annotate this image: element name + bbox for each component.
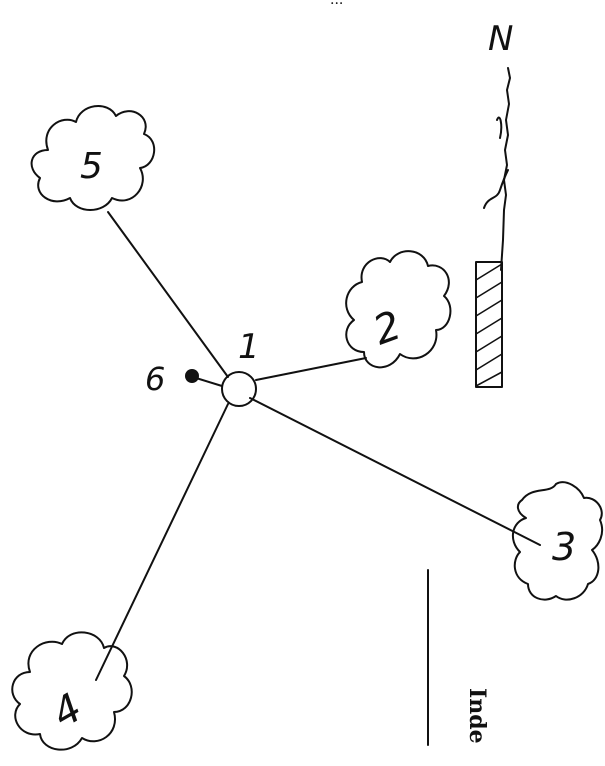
edge-1-5 [107, 211, 229, 378]
header-fragment: ... [330, 0, 343, 8]
north-label: N [488, 19, 513, 59]
edge-1-6 [195, 377, 223, 387]
hatched-bar [475, 261, 503, 388]
footer-fragment: Inde [464, 688, 490, 744]
node-4-cloud: 4 [11, 631, 133, 751]
north-tick-upper [496, 116, 503, 139]
north-line [500, 67, 511, 271]
node-3-label: 3 [552, 525, 576, 569]
node-2-cloud: 2 [345, 250, 452, 369]
edge-1-4 [95, 403, 229, 681]
node-1-label: 1 [238, 327, 260, 367]
node-5-cloud: 5 [30, 104, 155, 211]
center-circle [221, 371, 257, 407]
node-4-label: 4 [45, 685, 90, 738]
north-indicator: N [475, 19, 513, 388]
node-1: 1 [221, 327, 260, 407]
node-3-cloud: 3 [511, 481, 604, 601]
edge-1-3 [249, 397, 541, 546]
node-2-label: 2 [368, 302, 408, 354]
node-6-label: 6 [145, 360, 165, 398]
connections [95, 211, 541, 681]
node-5-label: 5 [80, 146, 103, 187]
hatch-lines [475, 263, 503, 387]
edge-1-2 [255, 357, 367, 381]
node-6: 6 [145, 360, 199, 398]
node-6-dot [185, 369, 199, 383]
north-tick-lower [483, 169, 509, 209]
